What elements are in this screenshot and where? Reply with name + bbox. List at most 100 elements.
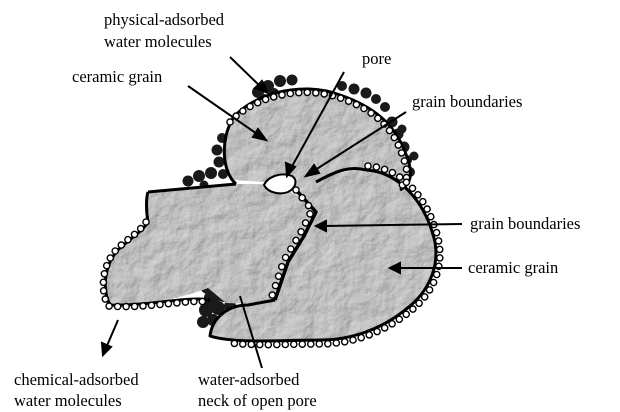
chemical-adsorbed-water-molecule xyxy=(391,135,397,141)
chemical-adsorbed-water-molecule xyxy=(240,108,246,114)
chemical-adsorbed-water-molecule xyxy=(293,187,299,193)
chemical-adsorbed-water-molecule xyxy=(282,341,288,347)
chemical-adsorbed-water-molecule xyxy=(272,283,278,289)
chemical-adsorbed-water-molecule xyxy=(437,255,443,261)
chemical-adsorbed-water-molecule xyxy=(397,174,403,180)
chemical-adsorbed-water-molecule xyxy=(125,237,131,243)
label-physical-adsorbed: physical-adsorbed xyxy=(104,10,225,29)
chemical-adsorbed-water-molecule xyxy=(247,103,253,109)
chemical-adsorbed-water-molecule xyxy=(358,335,364,341)
chemical-adsorbed-water-molecule xyxy=(296,90,302,96)
chemical-adsorbed-water-molecule xyxy=(276,273,282,279)
chemical-adsorbed-water-molecule xyxy=(434,271,440,277)
chemical-adsorbed-water-molecule xyxy=(191,298,197,304)
chemical-adsorbed-water-molecule xyxy=(299,341,305,347)
chemical-adsorbed-water-molecule xyxy=(325,341,331,347)
chemical-adsorbed-water-molecule xyxy=(132,303,138,309)
chemical-adsorbed-water-molecule xyxy=(165,301,171,307)
chemical-adsorbed-water-molecule xyxy=(403,311,409,317)
chemical-adsorbed-water-molecule xyxy=(403,179,409,185)
chemical-adsorbed-water-molecule xyxy=(366,332,372,338)
chemical-adsorbed-water-molecule xyxy=(346,98,352,104)
chemical-adsorbed-water-molecule xyxy=(107,255,113,261)
chemical-adsorbed-water-molecule xyxy=(288,246,294,252)
chemical-adsorbed-water-molecule xyxy=(101,288,107,294)
chemical-adsorbed-water-molecule xyxy=(143,219,149,225)
chemical-adsorbed-water-molecule xyxy=(157,301,163,307)
chemical-adsorbed-water-molecule xyxy=(240,341,246,347)
chemical-adsorbed-water-molecule xyxy=(269,292,275,298)
chemical-adsorbed-water-molecule xyxy=(361,105,367,111)
chemical-adsorbed-water-molecule xyxy=(382,325,388,331)
label-chemical-adsorbed-line2: water molecules xyxy=(14,391,122,410)
label-ceramic-grain-top: ceramic grain xyxy=(72,67,162,86)
chemical-adsorbed-water-molecule xyxy=(271,94,277,100)
label-pore: pore xyxy=(362,49,391,68)
chemical-adsorbed-water-molecule xyxy=(416,300,422,306)
chemical-adsorbed-water-molecule xyxy=(231,340,237,346)
chemical-adsorbed-water-molecule xyxy=(131,231,137,237)
chemical-adsorbed-water-molecule xyxy=(420,199,426,205)
chemical-adsorbed-water-molecule xyxy=(115,303,121,309)
chemical-adsorbed-water-molecule xyxy=(389,170,395,176)
chemical-adsorbed-water-molecule xyxy=(401,158,407,164)
chemical-adsorbed-water-molecule xyxy=(100,279,106,285)
chemical-adsorbed-water-molecule xyxy=(313,90,319,96)
chemical-adsorbed-water-molecule xyxy=(389,321,395,327)
chemical-adsorbed-water-molecule xyxy=(304,89,310,95)
chemical-adsorbed-water-molecule xyxy=(375,115,381,121)
chemical-adsorbed-water-molecule xyxy=(101,271,107,277)
chemical-adsorbed-water-molecule xyxy=(148,302,154,308)
chemical-adsorbed-water-molecule xyxy=(431,279,437,285)
chemical-adsorbed-water-molecule xyxy=(373,164,379,170)
chemical-adsorbed-water-molecule xyxy=(298,229,304,235)
label-grain-boundaries-top: grain boundaries xyxy=(412,92,522,111)
chemical-adsorbed-water-molecule xyxy=(255,100,261,106)
chemical-adsorbed-water-molecule xyxy=(293,237,299,243)
chemical-adsorbed-water-molecule xyxy=(350,337,356,343)
chemical-adsorbed-water-molecule xyxy=(410,306,416,312)
chemical-adsorbed-water-molecule xyxy=(365,163,371,169)
chemical-adsorbed-water-molecule xyxy=(382,166,388,172)
chemical-adsorbed-water-molecule xyxy=(123,304,129,310)
chemical-adsorbed-water-molecule xyxy=(274,342,280,348)
chemical-adsorbed-water-molecule xyxy=(396,316,402,322)
label-ceramic-grain-right: ceramic grain xyxy=(468,258,558,277)
chemical-adsorbed-water-molecule xyxy=(279,264,285,270)
chemical-adsorbed-water-molecule xyxy=(424,206,430,212)
chemical-adsorbed-water-molecule xyxy=(353,102,359,108)
label-chemical-adsorbed: chemical-adsorbed xyxy=(14,370,139,389)
chemical-adsorbed-water-molecule xyxy=(182,299,188,305)
chemical-adsorbed-water-molecule xyxy=(437,246,443,252)
chemical-adsorbed-water-molecule xyxy=(374,329,380,335)
chemical-adsorbed-water-molecule xyxy=(305,203,311,209)
chemical-adsorbed-water-molecule xyxy=(104,263,110,269)
chemical-adsorbed-water-molecule xyxy=(307,211,313,217)
chemical-adsorbed-water-molecule xyxy=(316,341,322,347)
label-water-adsorbed: water-adsorbed xyxy=(198,370,300,389)
chemical-adsorbed-water-molecule xyxy=(102,296,108,302)
chemical-adsorbed-water-molecule xyxy=(422,294,428,300)
chemical-adsorbed-water-molecule xyxy=(308,341,314,347)
chemical-adsorbed-water-molecule xyxy=(434,230,440,236)
chemical-adsorbed-water-molecule xyxy=(263,96,269,102)
chemical-adsorbed-water-molecule xyxy=(428,214,434,220)
chemical-adsorbed-water-molecule xyxy=(415,192,421,198)
label-water-adsorbed-line2: neck of open pore xyxy=(198,391,317,410)
chemical-adsorbed-water-molecule xyxy=(174,300,180,306)
chemical-adsorbed-water-molecule xyxy=(112,248,118,254)
chemical-adsorbed-water-molecule xyxy=(409,185,415,191)
chemical-adsorbed-water-molecule xyxy=(342,339,348,345)
chemical-adsorbed-water-molecule xyxy=(436,238,442,244)
chemical-adsorbed-water-molecule xyxy=(227,119,233,125)
chemical-adsorbed-water-molecule xyxy=(299,195,305,201)
chemical-adsorbed-water-molecule xyxy=(291,341,297,347)
chemical-adsorbed-water-molecule xyxy=(395,142,401,148)
chemical-adsorbed-water-molecule xyxy=(399,150,405,156)
chemical-adsorbed-water-molecule xyxy=(257,342,263,348)
chemical-adsorbed-water-molecule xyxy=(140,303,146,309)
chemical-adsorbed-water-molecule xyxy=(321,91,327,97)
chemical-adsorbed-water-molecule xyxy=(386,128,392,134)
chemical-adsorbed-water-molecule xyxy=(333,340,339,346)
